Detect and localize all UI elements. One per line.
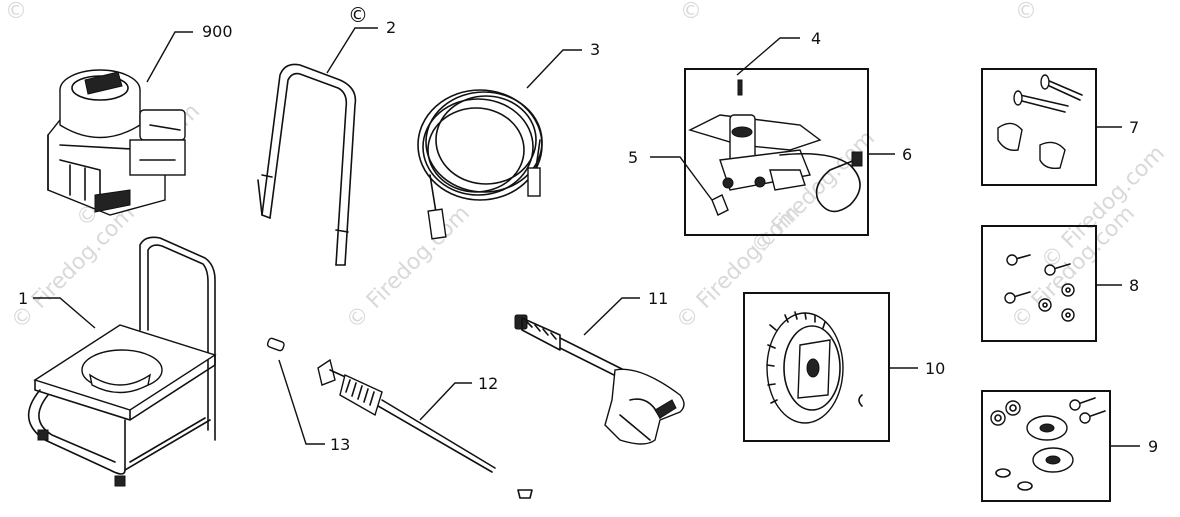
leader-12 bbox=[419, 382, 472, 421]
callout-10: 10 bbox=[925, 359, 945, 378]
watermark-corner-3: © bbox=[1015, 0, 1037, 24]
nozzle-drawing bbox=[266, 337, 285, 352]
leader-13 bbox=[278, 359, 325, 445]
callout-9: 9 bbox=[1148, 437, 1158, 456]
watermark-corner-2: © bbox=[680, 0, 702, 24]
leader-4 bbox=[736, 37, 800, 76]
callout-8: 8 bbox=[1129, 276, 1139, 295]
kit-8-box bbox=[981, 225, 1097, 342]
engine-drawing bbox=[47, 69, 186, 216]
leader-2 bbox=[326, 27, 378, 74]
copyright-mark: © bbox=[348, 3, 368, 27]
wheel-drawing bbox=[766, 311, 863, 424]
leader-5 bbox=[650, 156, 713, 201]
leader-11 bbox=[583, 297, 640, 336]
handle-drawing bbox=[257, 63, 357, 266]
callout-2: 2 bbox=[386, 18, 396, 37]
callout-3: 3 bbox=[590, 40, 600, 59]
watermark-1: © Firedog.com bbox=[7, 201, 140, 334]
leader-3 bbox=[526, 49, 582, 89]
callout-1: 1 bbox=[18, 289, 28, 308]
wheel-box bbox=[743, 292, 890, 442]
pump-drawing bbox=[688, 79, 863, 216]
callout-5: 5 bbox=[628, 148, 638, 167]
callout-12: 12 bbox=[478, 374, 498, 393]
leader-1 bbox=[33, 297, 96, 329]
callout-4: 4 bbox=[811, 29, 821, 48]
frame-drawing bbox=[27, 236, 217, 487]
callout-900: 900 bbox=[202, 22, 233, 41]
kit-9-box bbox=[981, 390, 1111, 502]
wand-drawing bbox=[317, 358, 533, 499]
pump-box bbox=[684, 68, 869, 236]
callout-6: 6 bbox=[902, 145, 912, 164]
kit-8-drawing bbox=[1004, 254, 1075, 322]
spray-gun-drawing bbox=[514, 314, 685, 445]
watermark-corner-1: © bbox=[5, 0, 27, 24]
callout-7: 7 bbox=[1129, 118, 1139, 137]
leader-900 bbox=[146, 31, 193, 83]
kit-9-drawing bbox=[990, 397, 1106, 491]
callout-13: 13 bbox=[330, 435, 350, 454]
callout-11: 11 bbox=[648, 289, 668, 308]
hose-drawing bbox=[417, 89, 543, 240]
kit-7-drawing bbox=[997, 74, 1083, 170]
watermark-3: © Firedog.com bbox=[342, 201, 475, 334]
